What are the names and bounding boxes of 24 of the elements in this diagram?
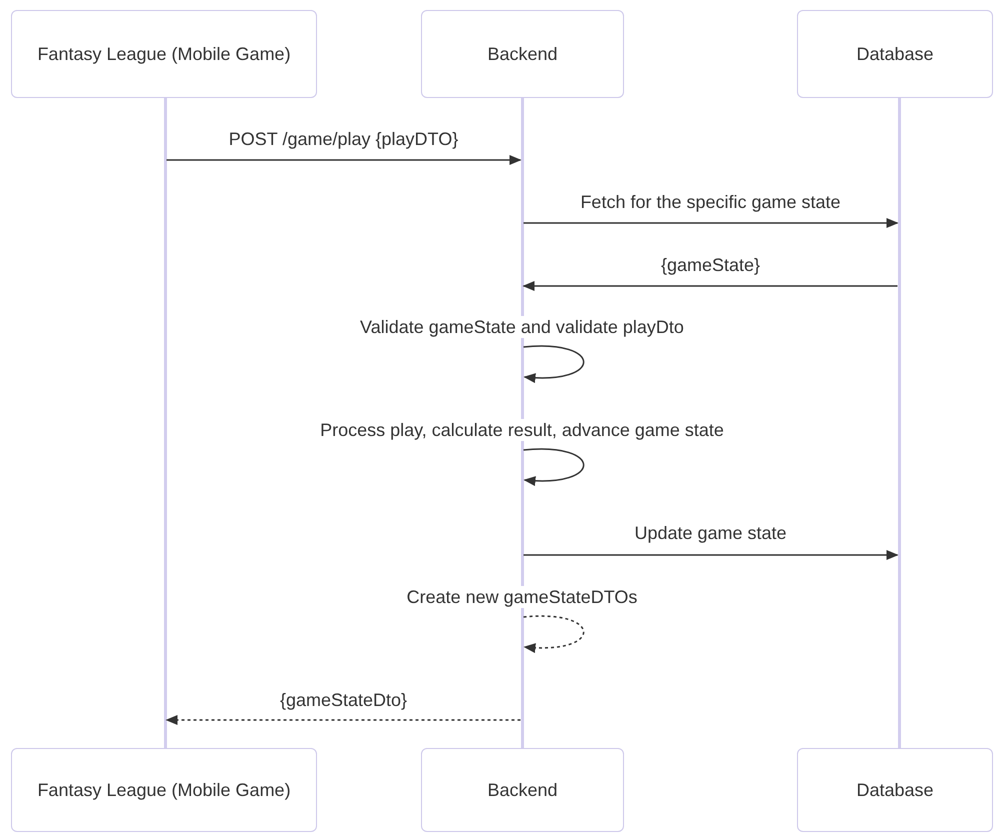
participant-box [11, 748, 317, 832]
self-message-arrow [523, 345, 584, 383]
participant-box [421, 10, 624, 98]
message-arrow [166, 715, 520, 725]
self-message-arrow [523, 615, 584, 653]
participant-box [797, 748, 993, 832]
participant-box [421, 748, 624, 832]
message-arrow [166, 155, 522, 165]
edge-label: Validate gameState and validate playDto [358, 316, 686, 338]
participant-label: Database [856, 780, 934, 800]
message-arrow [524, 218, 898, 228]
participant-box [11, 10, 317, 98]
lifeline [898, 98, 900, 748]
participant-label: Backend [487, 44, 558, 64]
self-message-arrow [523, 448, 584, 486]
participant-label: Database [856, 44, 934, 64]
edge-label: Create new gameStateDTOs [404, 586, 640, 608]
lifeline [164, 98, 166, 748]
participant-label: Fantasy League (Mobile Game) [37, 44, 291, 64]
participant-label: Fantasy League (Mobile Game) [37, 780, 291, 800]
participant-label: Backend [487, 780, 558, 800]
message-arrow [522, 281, 898, 291]
participant-box [797, 10, 993, 98]
message-arrow [524, 550, 898, 560]
